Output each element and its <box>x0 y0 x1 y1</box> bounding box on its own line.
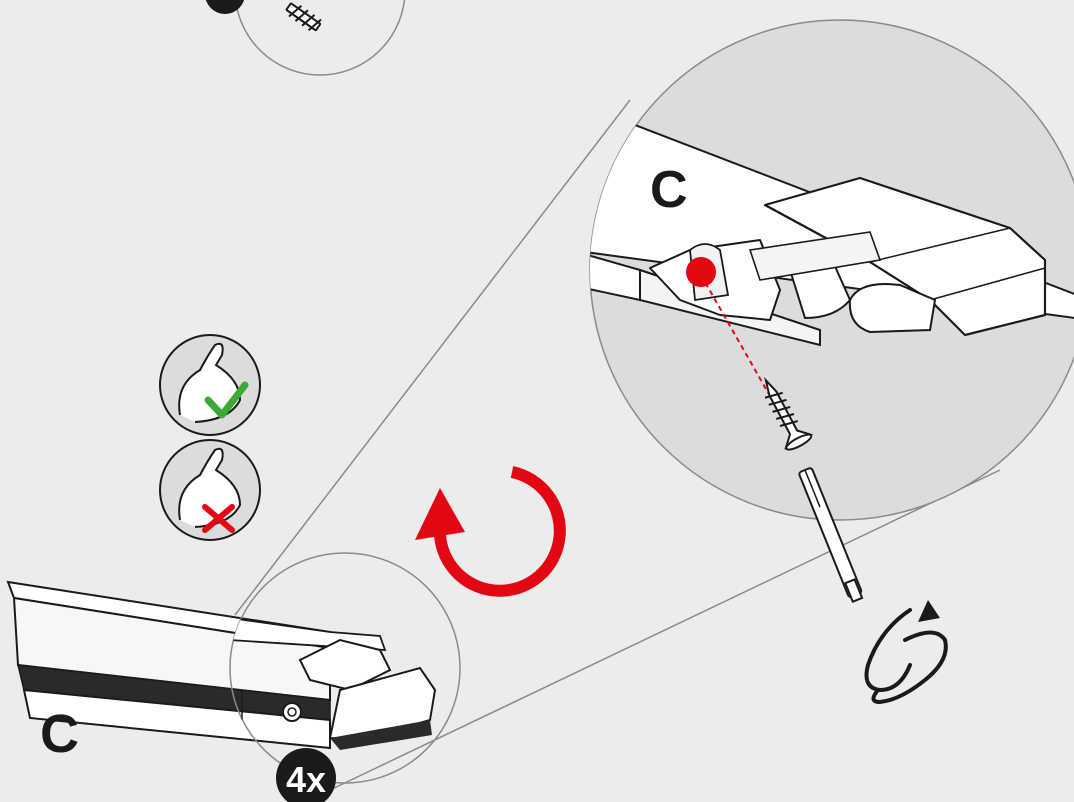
quantity-badge: 4x <box>276 748 336 802</box>
arm-strength-not-ok-icon <box>160 440 260 540</box>
zoom-detail-circle: C <box>570 20 1074 520</box>
part-label-zoom: C <box>650 161 688 219</box>
rotate-arrow-icon <box>415 472 560 591</box>
arm-strength-ok-icon <box>160 335 260 435</box>
quantity-badge-label: 4x <box>286 759 326 800</box>
screwdriver-twist-icon <box>867 600 946 702</box>
screw-icon <box>205 0 405 75</box>
part-label-main: C <box>40 704 79 764</box>
